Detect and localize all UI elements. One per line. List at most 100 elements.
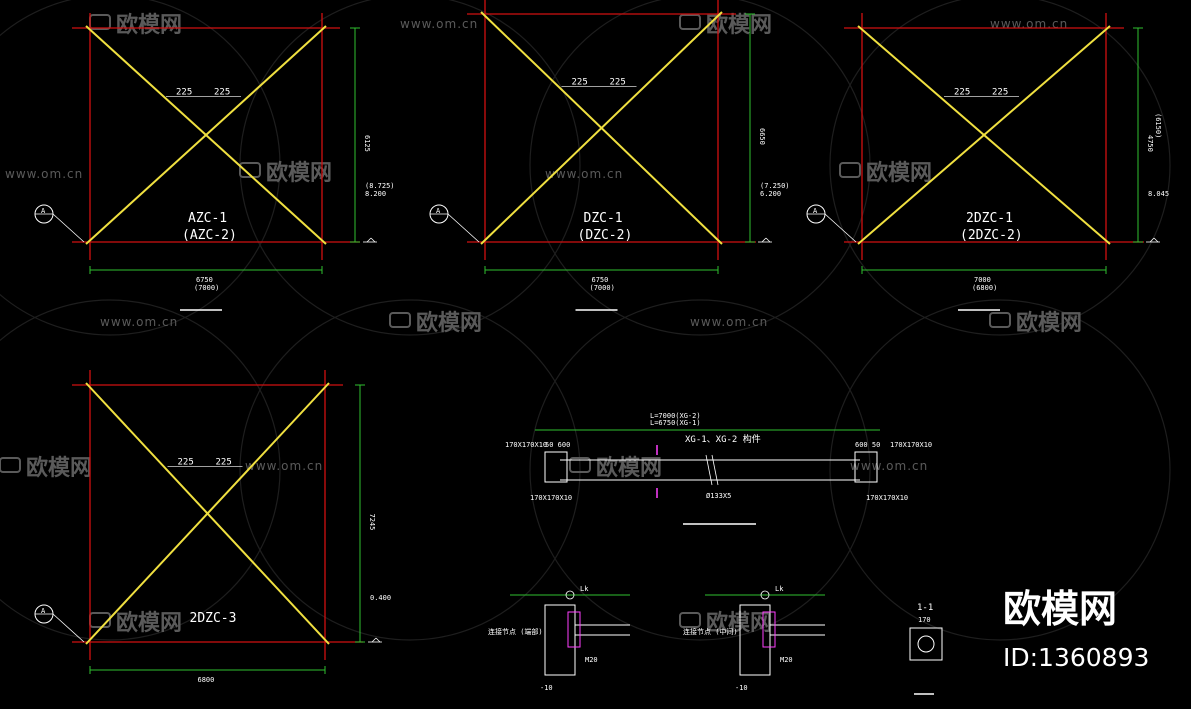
brace-dim-left: 225 xyxy=(178,458,194,468)
watermark-circle xyxy=(829,299,1171,641)
frame-sublabel: (2DZC-2) xyxy=(960,228,1023,243)
watermark-text: 欧模网 xyxy=(116,610,182,636)
section-dim: 170 xyxy=(918,616,931,624)
elevation-1: (7.250) xyxy=(760,182,790,190)
elevation-2: 8.200 xyxy=(365,190,386,198)
watermark-url: www.om.cn xyxy=(545,167,623,181)
frame-label: 2DZC-1 xyxy=(966,211,1013,226)
brace-diagonal xyxy=(480,11,723,245)
detail-column xyxy=(544,604,576,676)
brace-dim-right: 225 xyxy=(216,458,232,468)
brace-dim-left: 225 xyxy=(572,78,588,88)
sofa-icon-body xyxy=(569,457,591,473)
elev-symbol xyxy=(1153,237,1159,243)
brace-dim-right: 225 xyxy=(214,87,230,97)
sofa-icon xyxy=(239,162,261,178)
brace-diagonal xyxy=(85,382,330,645)
width-dim: 6800 xyxy=(198,676,215,684)
height-dim: 4750 xyxy=(1146,135,1154,152)
plate-label: 170X170X10 xyxy=(505,441,547,449)
watermark-circle xyxy=(239,299,581,641)
sofa-icon-body xyxy=(679,612,701,628)
watermark-url: www.om.cn xyxy=(245,459,323,473)
watermark-url: www.om.cn xyxy=(850,459,928,473)
axis-leader xyxy=(447,213,480,243)
plate-label: 170X170X10 xyxy=(530,494,572,502)
watermark-url: www.om.cn xyxy=(690,315,768,329)
axis-marker-text: A xyxy=(436,207,441,215)
height-dim: 6125 xyxy=(363,135,371,152)
pipe-size-label: Ø133X5 xyxy=(706,492,731,500)
end-plate-left xyxy=(544,451,568,483)
member-xg: L=7000(XG-2)L=6750(XG-1)XG-1、XG-2 构件170X… xyxy=(505,412,932,525)
elev-symbol xyxy=(1149,237,1155,243)
watermark-circle xyxy=(0,0,281,336)
frame-sublabel: (DZC-2) xyxy=(578,228,633,243)
frame-sublabel: (AZC-2) xyxy=(182,228,237,243)
detail-bolt: M20 xyxy=(585,656,598,664)
watermark-url: www.om.cn xyxy=(100,315,178,329)
watermark-text: 欧模网 xyxy=(416,310,482,336)
watermark-text: 欧模网 xyxy=(116,12,182,38)
end-plate-right xyxy=(854,451,878,483)
watermark-circle xyxy=(829,0,1171,336)
height-dim-2: (6150) xyxy=(1154,113,1162,138)
sofa-icon xyxy=(989,312,1011,328)
sofa-icon xyxy=(89,14,111,30)
sofa-icon-body xyxy=(679,14,701,30)
width-dim: 7000 xyxy=(974,276,991,284)
elevation-2: 6.200 xyxy=(760,190,781,198)
axis-marker-text: A xyxy=(41,607,46,615)
height-dim: 7245 xyxy=(368,514,376,531)
width-dim-2: (7000) xyxy=(194,284,219,292)
brand-logo: 欧模网 xyxy=(1003,587,1117,631)
sofa-icon xyxy=(0,457,21,473)
detail-plate-label: -10 xyxy=(735,684,748,692)
sofa-icon xyxy=(569,457,591,473)
detail-plate-label: -10 xyxy=(540,684,553,692)
sofa-icon-body xyxy=(989,312,1011,328)
sofa-icon-body xyxy=(389,312,411,328)
watermark-url: www.om.cn xyxy=(990,17,1068,31)
watermark-circle xyxy=(0,299,281,641)
sofa-icon-body xyxy=(239,162,261,178)
elev-symbol xyxy=(761,237,767,243)
member-length-2: L=6750(XG-1) xyxy=(650,419,701,427)
elevation-1: (8.725) xyxy=(365,182,395,190)
axis-leader xyxy=(824,213,857,243)
member-dim-right: 600 50 xyxy=(855,441,880,449)
frame-label: 2DZC-3 xyxy=(190,611,237,626)
frame-label: DZC-1 xyxy=(584,211,623,226)
elev-symbol xyxy=(366,237,372,243)
section-plate xyxy=(909,627,943,661)
watermark-text: 欧模网 xyxy=(596,455,662,481)
sofa-icon xyxy=(679,14,701,30)
elevation-2: 8.045 xyxy=(1148,190,1169,198)
width-dim-2: (6800) xyxy=(972,284,997,292)
sofa-icon xyxy=(839,162,861,178)
watermark-circle xyxy=(529,0,871,336)
axis-marker-text: A xyxy=(813,207,818,215)
width-dim: 6750 xyxy=(196,276,213,284)
watermark-text: 欧模网 xyxy=(266,160,332,186)
width-dim-2: (7000) xyxy=(590,284,615,292)
watermark-text: 欧模网 xyxy=(706,12,772,38)
watermark-text: 欧模网 xyxy=(706,610,772,636)
detail-plate xyxy=(762,611,776,648)
plate-label: 170X170X10 xyxy=(890,441,932,449)
break-line xyxy=(705,454,713,486)
member-length-1: L=7000(XG-2) xyxy=(650,412,701,420)
height-dim: 6650 xyxy=(758,128,766,145)
detail-tag: Lk xyxy=(580,585,589,593)
detail-title: 连接节点 (中间) xyxy=(683,627,738,636)
sofa-icon-body xyxy=(89,14,111,30)
brace-diagonal xyxy=(85,25,327,245)
brand-id: ID:1360893 xyxy=(1003,643,1149,672)
detail-marker xyxy=(565,590,575,600)
